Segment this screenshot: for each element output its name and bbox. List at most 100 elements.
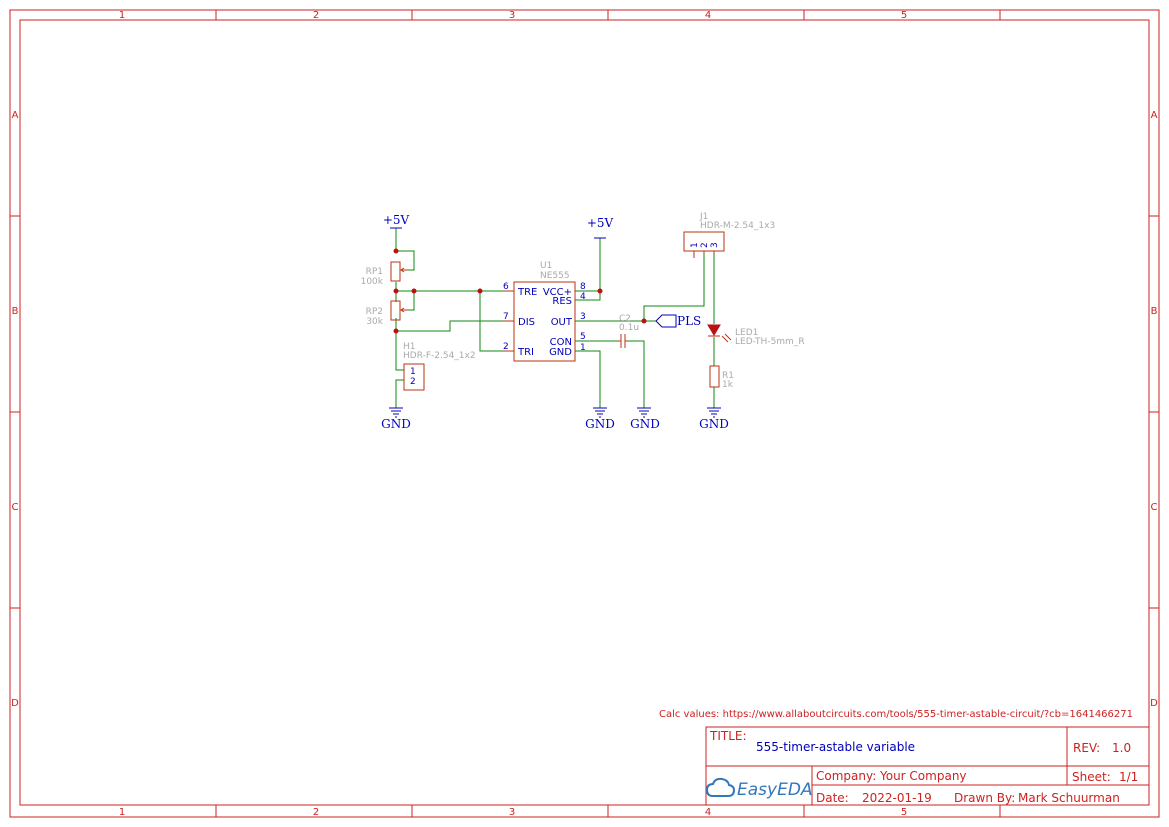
u1-pin-name: TRI	[517, 347, 534, 358]
led1-value: LED-TH-5mm_R	[735, 337, 805, 347]
col-label: 2	[313, 10, 319, 21]
potentiometer-rp2[interactable]: RP2 30k	[366, 300, 407, 327]
company-label: Company:	[816, 769, 876, 783]
title-value: 555-timer-astable variable	[756, 740, 915, 754]
header-h1[interactable]: 1 2 H1 HDR-F-2.54_1x2	[403, 342, 476, 391]
junctions	[393, 248, 647, 334]
sheet-label: Sheet:	[1072, 770, 1111, 784]
col-label: 3	[509, 807, 515, 818]
drawn-by-label: Drawn By:	[954, 791, 1015, 805]
gnd-symbol-r1: GND	[699, 407, 729, 431]
col-label: 3	[509, 10, 515, 21]
row-labels-left: A B C D	[11, 110, 19, 709]
col-label: 4	[705, 807, 711, 818]
r1-ref: R1	[722, 371, 734, 381]
logo-text: EasyEDA	[737, 780, 813, 800]
sheet-frame	[9, 9, 1160, 818]
date-label: Date:	[816, 791, 849, 805]
company-value: Your Company	[879, 769, 967, 783]
net-flag-pls: PLS	[655, 314, 701, 328]
junction-dot	[477, 288, 483, 294]
calc-values-note: Calc values: https://www.allaboutcircuit…	[659, 709, 1133, 720]
net-label-gnd: GND	[585, 417, 615, 431]
h1-pin: 2	[410, 377, 416, 387]
vcc-symbol-left: +5V	[383, 213, 410, 229]
title-label: TITLE:	[709, 729, 747, 743]
rp1-value: 100k	[361, 277, 384, 287]
col-label: 4	[705, 10, 711, 21]
net-label-vcc: +5V	[383, 213, 410, 227]
rev-label: REV:	[1073, 741, 1100, 755]
column-labels-top: 1 2 3 4 5	[119, 10, 907, 21]
junction-dot	[393, 288, 399, 294]
easyeda-logo: EasyEDA	[705, 777, 813, 800]
u1-pin-num: 4	[580, 292, 586, 302]
junction-dot	[393, 328, 399, 334]
rp2-ref: RP2	[366, 307, 383, 317]
wires	[395, 228, 715, 408]
cloud-icon	[705, 777, 736, 797]
u1-pin-name: GND	[549, 347, 572, 358]
rp1-ref: RP1	[366, 267, 383, 277]
net-label-vcc: +5V	[587, 216, 614, 230]
resistor-r1[interactable]: R1 1k	[709, 365, 734, 390]
j1-pin: 3	[710, 242, 720, 248]
h1-value: HDR-F-2.54_1x2	[403, 351, 476, 361]
potentiometer-rp1[interactable]: RP1 100k	[361, 261, 407, 287]
row-label: C	[1151, 502, 1158, 513]
u1-pin-name: RES	[552, 296, 572, 307]
net-label-gnd: GND	[381, 417, 411, 431]
c2-value: 0.1u	[619, 323, 639, 333]
h1-ref: H1	[403, 342, 416, 352]
gnd-symbol-u1: GND	[585, 407, 615, 431]
r1-value: 1k	[722, 380, 734, 390]
junction-dot	[597, 288, 603, 294]
c2-ref: C2	[619, 314, 631, 324]
u1-pin-num: 5	[580, 332, 586, 342]
row-label: B	[12, 306, 19, 317]
u1-pin-name: TRE	[517, 287, 537, 298]
j1-pin: 1	[690, 242, 700, 248]
sheet-value: 1/1	[1119, 770, 1138, 784]
net-label-pls: PLS	[677, 314, 701, 328]
u1-pin-num: 3	[580, 312, 586, 322]
j1-pin: 2	[700, 242, 710, 248]
net-label-gnd: GND	[630, 417, 660, 431]
u1-pin-num: 6	[503, 282, 509, 292]
row-label: D	[1150, 698, 1158, 709]
capacitor-c2[interactable]: C2 0.1u	[618, 314, 639, 348]
row-labels-right: A B C D	[1150, 110, 1158, 709]
ic-u1-ne555[interactable]: U1 NE555 6 TRE 7 DIS 2 TRI 8 VCC+ 4 RES …	[503, 261, 586, 362]
u1-pin-num: 8	[580, 282, 586, 292]
column-labels-bottom: 1 2 3 4 5	[119, 807, 907, 818]
col-label: 1	[119, 807, 125, 818]
junction-dot	[641, 318, 647, 324]
row-label: A	[1151, 110, 1158, 121]
u1-pin-num: 2	[503, 342, 509, 352]
u1-pin-num: 7	[503, 312, 509, 322]
led-led1[interactable]: LED1 LED-TH-5mm_R	[707, 324, 805, 347]
u1-pin-name: OUT	[551, 317, 573, 328]
gnd-symbol-c2: GND	[630, 407, 660, 431]
h1-pin: 1	[410, 367, 416, 377]
u1-pin-name: CON	[550, 337, 572, 348]
net-label-gnd: GND	[699, 417, 729, 431]
date-value: 2022-01-19	[862, 791, 932, 805]
u1-pin-num: 1	[580, 343, 586, 353]
junction-dot	[411, 288, 417, 294]
header-j1[interactable]: 1 2 3 J1 HDR-M-2.54_1x3	[683, 212, 775, 258]
col-label: 5	[901, 807, 907, 818]
col-label: 5	[901, 10, 907, 21]
u1-pin-name: DIS	[518, 317, 535, 328]
title-block: TITLE: 555-timer-astable variable REV: 1…	[705, 726, 1150, 806]
led1-ref: LED1	[735, 328, 758, 338]
vcc-symbol-right: +5V	[587, 216, 614, 239]
row-label: C	[12, 502, 19, 513]
drawn-by-value: Mark Schuurman	[1018, 791, 1120, 805]
gnd-symbol-h1: GND	[381, 407, 411, 431]
col-label: 1	[119, 10, 125, 21]
row-label: B	[1151, 306, 1158, 317]
col-label: 2	[313, 807, 319, 818]
row-label: D	[11, 698, 19, 709]
